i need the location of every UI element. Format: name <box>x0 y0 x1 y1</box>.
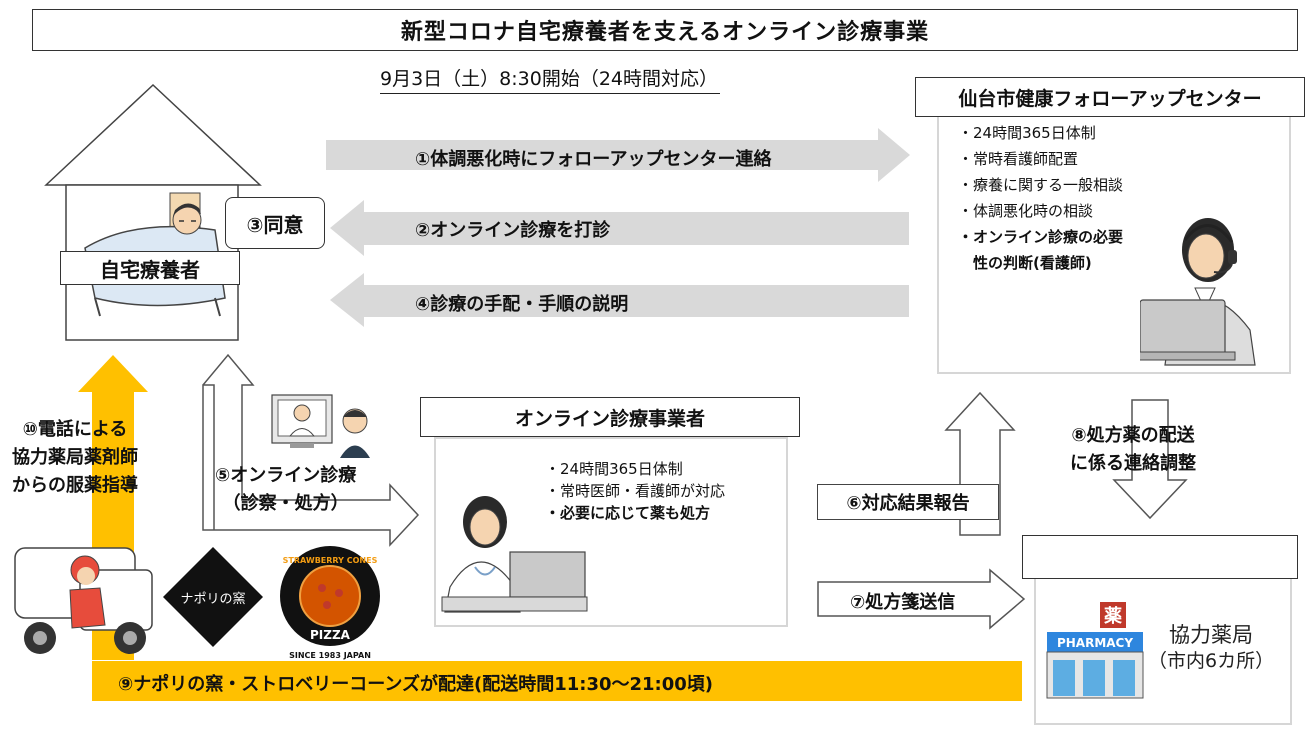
center-item-bold-cont: 性の判断(看護師) <box>973 254 1092 272</box>
arrow-10-label-line1: ⑩電話による <box>22 419 128 440</box>
center-item: ・常時看護師配置 <box>958 150 1079 168</box>
arrow-10-label: ⑩電話による 協力薬局薬剤師 からの服薬指導 <box>12 416 138 500</box>
arrow-5 <box>202 353 420 547</box>
napoli-logo: ナポリの窯 <box>163 547 263 647</box>
pharmacy-label: 協力薬局 （市内6カ所） <box>1148 622 1274 674</box>
strawberry-cones-logo: STRAWBERRY CONES PIZZA SINCE 1983 JAPAN <box>280 546 380 660</box>
arrow-7 <box>817 568 1026 630</box>
arrow-4 <box>330 273 909 327</box>
pharmacy-sign: PHARMACY <box>1057 636 1133 650</box>
napoli-logo-text: ナポリの窯 <box>180 592 245 607</box>
arrow-7-label: ⑦処方箋送信 <box>850 592 956 613</box>
arrow-2 <box>330 200 909 256</box>
center-item: ・24時間365日体制 <box>958 124 1096 142</box>
arrow-8-label-line2: に係る連絡調整 <box>1070 453 1196 474</box>
arrow-10-label-line2: 協力薬局薬剤師 <box>12 447 138 468</box>
center-title: 仙台市健康フォローアップセンター <box>915 77 1305 117</box>
arrow-9-yellow <box>92 661 1022 701</box>
arrow-2-label: ②オンライン診療を打診 <box>415 220 611 241</box>
provider-item-bold: ・必要に応じて薬も処方 <box>545 504 711 522</box>
center-item: ・体調悪化時の相談 <box>958 202 1094 220</box>
arrow-8-label: ⑧処方薬の配送 に係る連絡調整 <box>1070 422 1196 478</box>
center-features: ・24時間365日体制 ・常時看護師配置 ・療養に関する一般相談 ・体調悪化時の… <box>958 120 1123 276</box>
strawberry-logo-mid: PIZZA <box>310 628 351 642</box>
arrow-10-label-line3: からの服薬指導 <box>12 475 138 496</box>
pharmacy-building-icon: 薬 PHARMACY <box>1046 602 1144 699</box>
pharmacy-title-box <box>1022 535 1298 579</box>
provider-title: オンライン診療事業者 <box>420 397 800 437</box>
provider-item: ・24時間365日体制 <box>545 460 683 478</box>
pharmacy-kanji: 薬 <box>1104 606 1122 627</box>
page-title: 新型コロナ自宅療養者を支えるオンライン診療事業 <box>32 9 1298 51</box>
arrow-8-label-line1: ⑧処方薬の配送 <box>1071 425 1195 446</box>
arrow-1 <box>326 128 910 182</box>
delivery-scooter-icon <box>14 547 153 654</box>
video-call-icon <box>271 394 370 458</box>
arrow-4-label: ④診療の手配・手順の説明 <box>415 294 629 315</box>
start-date: 9月3日（土）8:30開始（24時間対応） <box>380 64 721 94</box>
arrow-1-label: ①体調悪化時にフォローアップセンター連絡 <box>415 149 772 170</box>
doctor-at-laptop-icon <box>441 496 588 613</box>
arrow-6-label: ⑥対応結果報告 <box>817 484 999 520</box>
arrow-5-label-line1: ⑤オンライン診療 <box>215 465 357 486</box>
house-roof <box>44 83 262 186</box>
arrow-5-label-line2: （診察・処方） <box>222 493 349 514</box>
pharmacy-name: 協力薬局 <box>1169 623 1254 647</box>
arrow-9-label: ⑨ナポリの窯・ストロベリーコーンズが配達(配送時間11:30～21:00頃) <box>118 674 714 695</box>
consent-box: ③同意 <box>225 197 325 249</box>
strawberry-logo-bottom: SINCE 1983 JAPAN <box>289 651 371 660</box>
center-item: ・療養に関する一般相談 <box>958 176 1124 194</box>
arrow-8 <box>1112 399 1188 520</box>
operator-with-headset-icon <box>1140 218 1256 366</box>
arrow-5-label: ⑤オンライン診療 （診察・処方） <box>215 462 356 518</box>
pharmacy-count: （市内6カ所） <box>1148 650 1275 672</box>
home-patient-label: 自宅療養者 <box>60 251 240 285</box>
strawberry-logo-top: STRAWBERRY CONES <box>283 556 378 565</box>
center-item-bold: ・オンライン診療の必要 <box>958 228 1124 246</box>
provider-item: ・常時医師・看護師が対応 <box>545 482 726 500</box>
provider-features: ・24時間365日体制 ・常時医師・看護師が対応 ・必要に応じて薬も処方 <box>545 458 725 524</box>
